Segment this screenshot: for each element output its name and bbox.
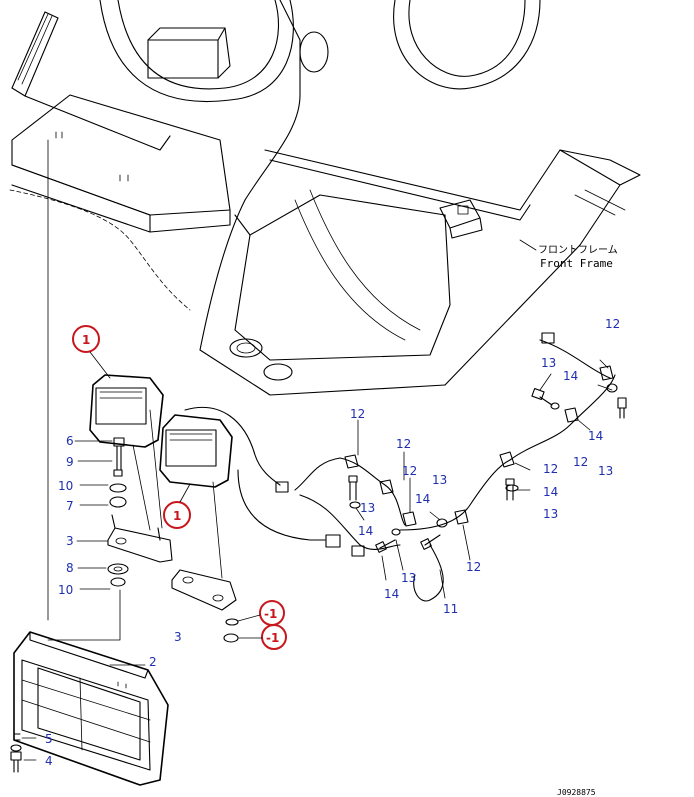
label-6: 6	[66, 434, 74, 448]
frame-label-jp: フロントフレーム	[538, 244, 618, 256]
label-13-b: 13	[432, 473, 447, 487]
frame-label-en: Front Frame	[540, 257, 613, 270]
label-14-b: 14	[415, 492, 430, 506]
label-12-c: 12	[402, 464, 417, 478]
front-frame-outline	[9, 0, 641, 621]
callout-part-1-lamp-left: 1	[72, 325, 111, 379]
label-13-a: 13	[360, 501, 375, 515]
label-14-e: 14	[588, 429, 603, 443]
svg-text:1: 1	[82, 333, 90, 347]
label-2: 2	[149, 655, 157, 669]
label-14-a: 14	[358, 524, 373, 538]
label-12-d: 12	[466, 560, 481, 574]
label-13-f: 13	[543, 507, 558, 521]
label-8: 8	[66, 561, 74, 575]
label-4: 4	[45, 754, 53, 768]
work-lamp-left	[89, 374, 164, 448]
label-11: 11	[443, 602, 458, 616]
label-14-c: 14	[384, 587, 399, 601]
label-9: 9	[66, 455, 74, 469]
label-13-c: 13	[401, 571, 416, 585]
label-10-lower: 10	[58, 583, 73, 597]
label-13-d: 13	[541, 356, 556, 370]
label-12-b: 12	[396, 437, 411, 451]
label-14-d: 14	[563, 369, 578, 383]
work-lamp-right	[159, 414, 233, 488]
lamp-bracket-hardware	[47, 409, 239, 643]
label-12-e: 12	[543, 462, 558, 476]
label-7: 7	[66, 499, 74, 513]
part-number-labels: 6 9 10 7 3 8 10 3 2 5 4 11 12 12 12 12 1…	[45, 317, 620, 768]
lamp-guard	[10, 631, 169, 786]
svg-text:-1: -1	[266, 631, 279, 645]
frame-label-leader	[519, 239, 537, 251]
callout-part-1-nut-upper: -1	[237, 600, 285, 626]
label-10-upper: 10	[58, 479, 73, 493]
callout-part-1-nut-lower: -1	[238, 624, 287, 650]
label-3-lower: 3	[174, 630, 182, 644]
label-13-e: 13	[598, 464, 613, 478]
label-12-g: 12	[605, 317, 620, 331]
label-14-f: 14	[543, 485, 558, 499]
svg-text:1: 1	[173, 509, 181, 523]
label-5: 5	[45, 732, 53, 746]
label-12-f: 12	[573, 455, 588, 469]
callout-part-1-lamp-right: 1	[163, 483, 191, 529]
svg-text:-1: -1	[264, 607, 277, 621]
label-3-left: 3	[66, 534, 74, 548]
label-12-a: 12	[350, 407, 365, 421]
drawing-code: J0928875	[557, 788, 596, 797]
wiring-harness	[184, 332, 627, 602]
